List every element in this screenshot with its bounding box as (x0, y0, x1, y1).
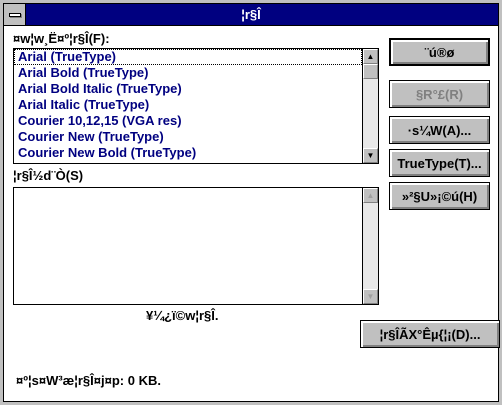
truetype-button[interactable]: TrueType(T)... (389, 149, 490, 177)
close-button[interactable]: ¨ú®ø (389, 38, 490, 66)
installed-fonts-label: ¤w¦w¸Ë¤º¦r§Î(F): (13, 31, 110, 46)
font-list-item[interactable]: Arial Bold (TrueType) (18, 65, 149, 80)
installed-fonts-list[interactable]: Arial (TrueType)Arial Bold (TrueType)Ari… (13, 48, 379, 164)
sample-caption: ¥¼¿ï©w¦r§Î. (146, 308, 219, 323)
font-list-item[interactable]: Courier 10,12,15 (VGA res) (18, 113, 182, 128)
sample-scroll-down-icon[interactable]: ▼ (363, 289, 378, 304)
sample-scrollbar[interactable]: ▲ ▼ (362, 188, 378, 304)
font-list-item[interactable]: Courier New (TrueType) (18, 129, 164, 144)
sample-scroll-up-icon[interactable]: ▲ (363, 188, 378, 203)
scroll-up-icon[interactable]: ▲ (363, 49, 378, 64)
font-list-item[interactable]: Courier New Bold (TrueType) (18, 145, 197, 160)
help-button[interactable]: »²§U»¡©ú(H) (389, 182, 490, 210)
scroll-down-icon[interactable]: ▼ (363, 148, 378, 163)
system-menu-icon[interactable] (4, 4, 26, 25)
font-list-item[interactable]: Arial Bold Italic (TrueType) (18, 81, 182, 96)
window-title: ¦r§Î (241, 7, 261, 22)
font-sample-box: ▲ ▼ (13, 187, 379, 305)
sample-label: ¦r§Î½d¨Ò(S) (13, 168, 84, 183)
memory-status: ¤º¦s¤W³æ¦r§Î¤j¤p: 0 KB. (16, 373, 161, 388)
fonts-list-scrollbar[interactable]: ▲ ▼ (362, 49, 378, 163)
add-button[interactable]: ·s¼W(A)... (389, 116, 490, 144)
font-list-item[interactable]: Arial (TrueType) (14, 49, 362, 65)
font-list-item[interactable]: Arial Italic (TrueType) (18, 97, 150, 112)
scroll-thumb[interactable] (363, 64, 378, 79)
title-bar: ¦r§Î (4, 4, 498, 26)
font-info-button[interactable]: ¦r§ÎÃX°Êµ{¦¡(D)... (360, 320, 500, 348)
remove-button[interactable]: §R°£(R) (389, 80, 490, 108)
